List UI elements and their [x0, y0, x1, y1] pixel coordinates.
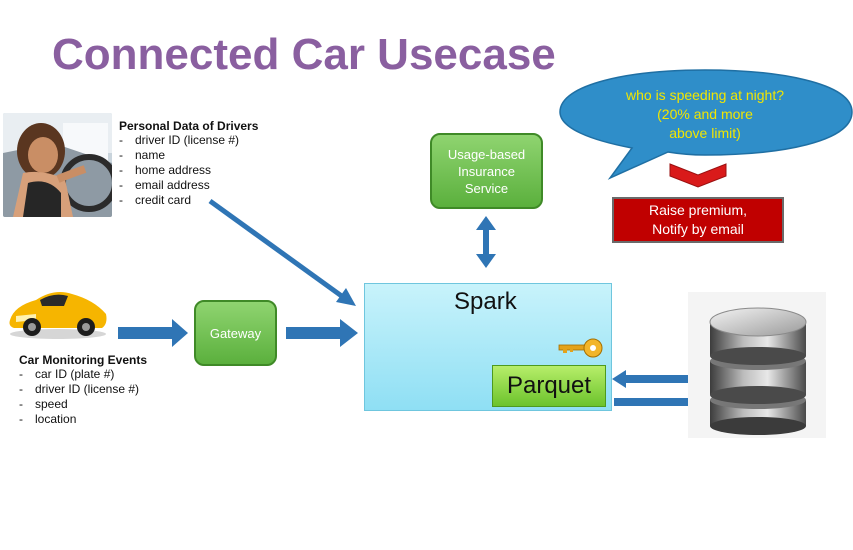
arrow-car-to-gateway: [118, 319, 188, 347]
raise-premium-box: Raise premium, Notify by email: [612, 197, 784, 243]
arrow-gateway-to-spark: [286, 319, 358, 347]
sports-car-art: [9, 292, 107, 339]
gateway-node: Gateway: [194, 300, 277, 366]
driver-photo-art: [3, 113, 112, 217]
speech-bubble: [559, 69, 853, 180]
car-events-heading: Car Monitoring Events: [19, 353, 148, 367]
personal-data-heading: Personal Data of Drivers: [119, 119, 259, 133]
chevron-down-icon: [669, 163, 727, 188]
list-item: -location: [19, 412, 77, 426]
list-item: -driver ID (license #): [119, 133, 240, 147]
personal-data-block: Personal Data of Drivers -driver ID (lic…: [119, 119, 258, 208]
list-item: -speed: [19, 397, 68, 411]
list-item: -car ID (plate #): [19, 367, 115, 381]
list-item: -name: [119, 148, 166, 162]
arrow-usage-spark: [476, 216, 496, 268]
usage-insurance-service-node: Usage-based Insurance Service: [430, 133, 543, 209]
car-events-block: Car Monitoring Events -car ID (plate #) …: [19, 353, 147, 427]
list-item: -email address: [119, 178, 210, 192]
arrow-personal-to-spark: [208, 198, 356, 306]
driver-photo: [3, 113, 112, 217]
database-cylinder-icon: [688, 292, 826, 438]
slide-title: Connected Car Usecase: [52, 30, 556, 79]
list-item: -driver ID (license #): [19, 382, 140, 396]
list-item: -credit card: [119, 193, 192, 207]
key-icon: [558, 338, 603, 358]
arrow-db-to-parquet: [612, 370, 708, 388]
list-item: -home address: [119, 163, 212, 177]
spark-label: Spark: [454, 288, 517, 315]
bubble-question: who is speeding at night? (20% and more …: [626, 87, 784, 141]
parquet-node: Parquet: [492, 365, 606, 407]
personal-data-list: -driver ID (license #) -name -home addre…: [119, 133, 258, 208]
sports-car-icon: [6, 280, 110, 340]
car-events-list: -car ID (plate #) -driver ID (license #)…: [19, 367, 147, 427]
